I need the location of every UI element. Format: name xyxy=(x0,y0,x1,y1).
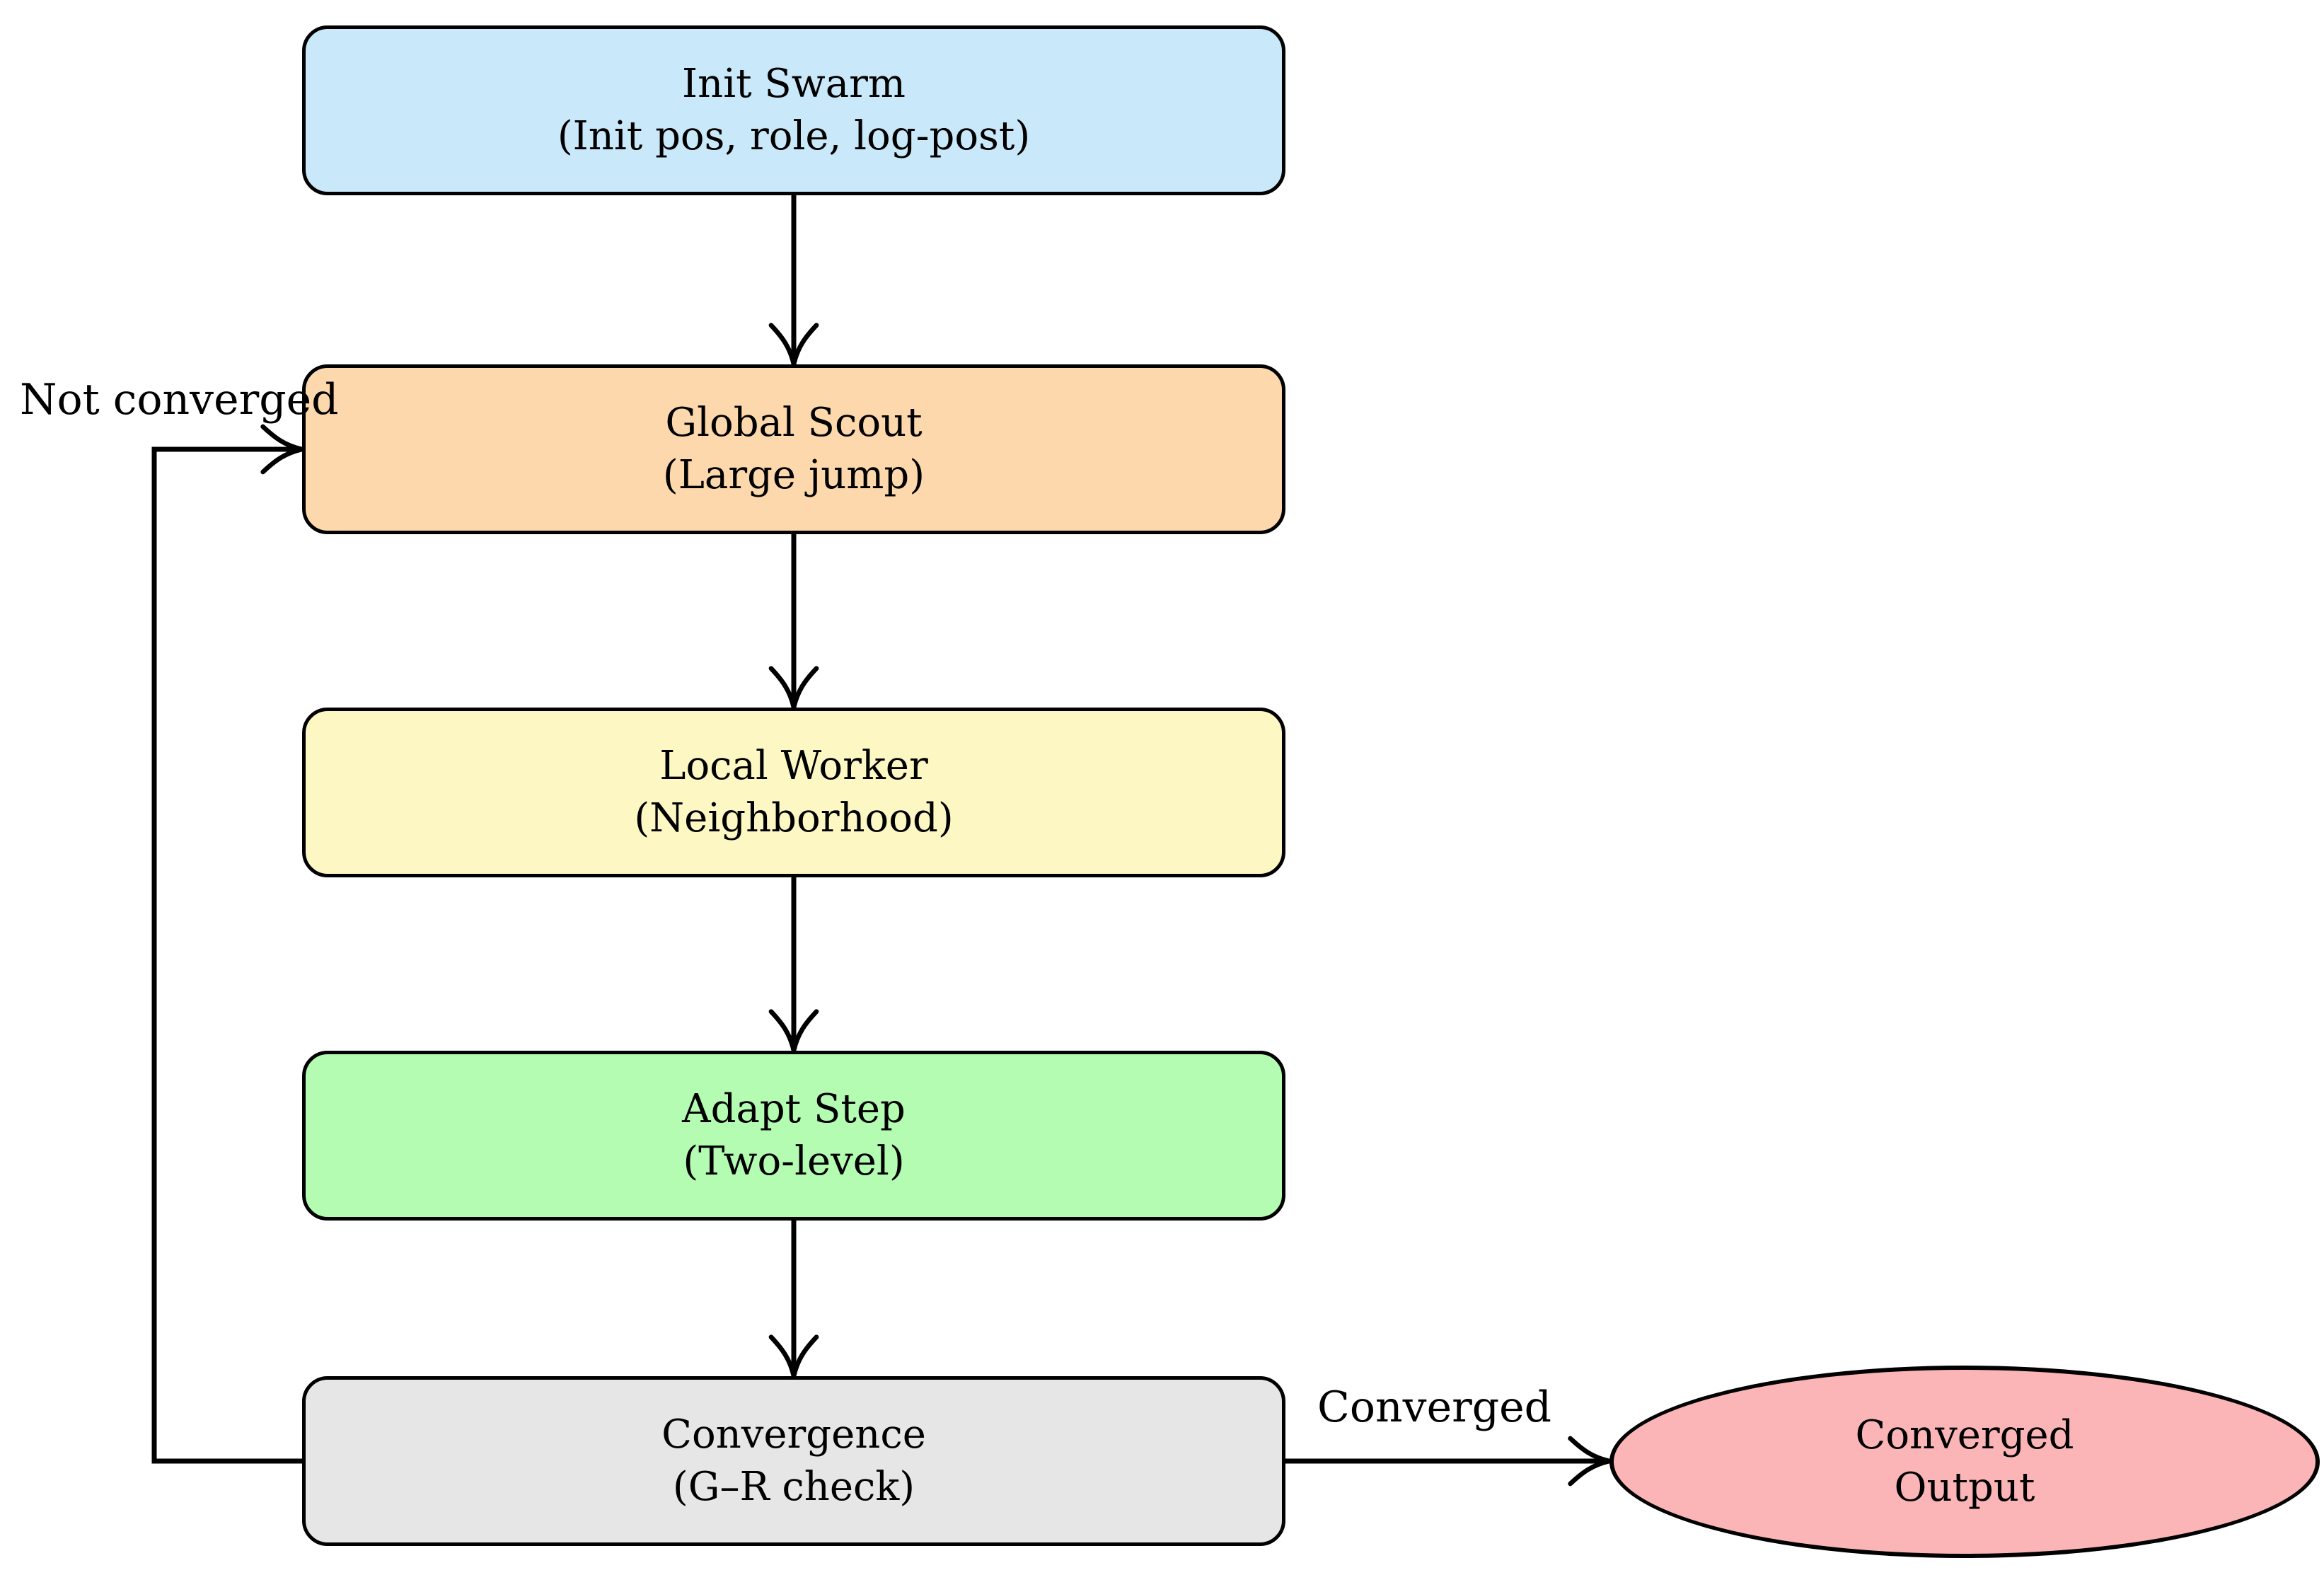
node-global-scout: Global Scout (Large jump) xyxy=(302,364,1285,534)
node-local-worker: Local Worker (Neighborhood) xyxy=(302,708,1285,877)
node-title: Convergence xyxy=(661,1412,926,1458)
node-convergence: Convergence (G–R check) xyxy=(302,1376,1285,1546)
node-subtitle: Output xyxy=(1894,1465,2035,1511)
node-subtitle: (Init pos, role, log-post) xyxy=(557,113,1031,159)
node-title: Local Worker xyxy=(659,743,928,789)
edge-label-converged: Converged xyxy=(1317,1383,1552,1432)
edge-not-converged-loop xyxy=(151,424,303,1464)
edge-label-not-converged: Not converged xyxy=(20,375,339,425)
node-title: Converged xyxy=(1855,1412,2074,1458)
node-adapt-step: Adapt Step (Two-level) xyxy=(302,1051,1285,1221)
node-subtitle: (G–R check) xyxy=(672,1464,915,1510)
node-subtitle: (Two-level) xyxy=(683,1138,905,1184)
node-title: Adapt Step xyxy=(682,1086,906,1132)
node-title: Init Swarm xyxy=(682,61,906,107)
node-title: Global Scout xyxy=(665,400,923,446)
node-converged-output: Converged Output xyxy=(1609,1366,2320,1558)
node-subtitle: (Neighborhood) xyxy=(634,795,954,841)
node-init-swarm: Init Swarm (Init pos, role, log-post) xyxy=(302,25,1285,195)
node-subtitle: (Large jump) xyxy=(662,452,925,498)
